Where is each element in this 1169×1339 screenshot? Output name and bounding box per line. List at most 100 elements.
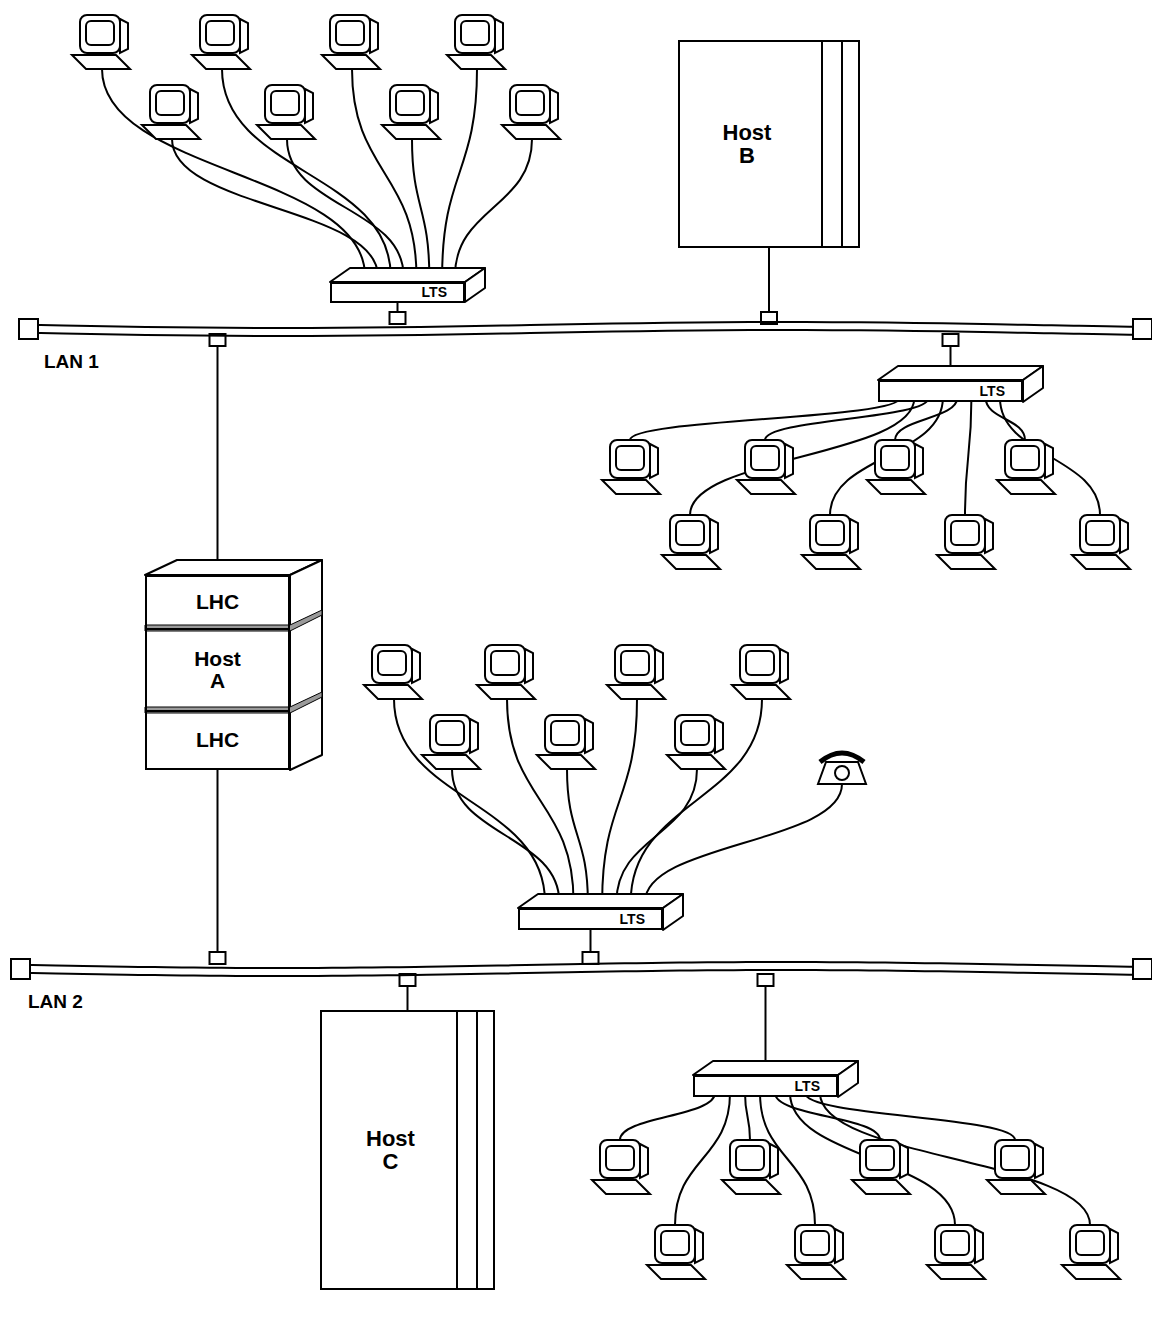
monitor (740, 645, 780, 683)
screen (156, 91, 184, 115)
monitor-side (850, 519, 858, 553)
screen (271, 91, 299, 115)
lan-connector (217, 340, 219, 575)
terminal-cable (620, 1093, 715, 1140)
monitor (615, 645, 655, 683)
monitor (795, 1225, 835, 1263)
keyboard (1072, 555, 1130, 569)
terminal-cable (287, 139, 404, 276)
terminal-icon (382, 85, 440, 139)
monitor-side (470, 719, 478, 753)
keyboard (722, 1180, 780, 1194)
lan-tube (18, 318, 1152, 340)
terminal-cable (394, 699, 545, 902)
monitor (945, 515, 985, 553)
terminal-icon (852, 1140, 910, 1194)
terminal-cable (631, 699, 762, 902)
monitor-side (495, 19, 503, 53)
keyboard (447, 55, 505, 69)
terminal-cable (1000, 398, 1100, 515)
monitor (430, 715, 470, 753)
lan-terminator (11, 959, 30, 979)
lan-tube-edge (28, 962, 1134, 968)
terminal-cable (102, 69, 365, 276)
node-label: LHC (196, 729, 239, 751)
host-front (678, 40, 860, 248)
screen (1086, 521, 1114, 545)
keyboard (72, 55, 130, 69)
lan-label: LAN 2 (28, 992, 83, 1012)
screen (621, 651, 649, 675)
node-label: LTS (422, 285, 447, 300)
monitor (655, 1225, 695, 1263)
keyboard (997, 480, 1055, 494)
box-top-face (878, 366, 1043, 380)
node-label: Host A (194, 648, 241, 692)
monitor (675, 715, 715, 753)
screen (1001, 1146, 1029, 1170)
monitor-side (915, 444, 923, 478)
lan-tap (583, 952, 599, 964)
cabinet-side-face (290, 560, 322, 770)
keyboard (867, 480, 925, 494)
terminal-cable (412, 139, 429, 276)
keyboard (662, 555, 720, 569)
screen (941, 1231, 969, 1255)
terminal-icon (72, 15, 130, 69)
telephone-icon (818, 753, 866, 784)
terminal-cable (805, 1093, 1015, 1140)
screen (396, 91, 424, 115)
lan-tap (210, 952, 226, 964)
monitor (265, 85, 305, 123)
host-computer: Host B (678, 40, 860, 248)
lan-tap (390, 312, 406, 324)
monitor-side (550, 89, 558, 123)
screen (1076, 1231, 1104, 1255)
terminal-icon (602, 440, 660, 494)
monitor (150, 85, 190, 123)
monitor (1005, 440, 1045, 478)
screen (516, 91, 544, 115)
terminal-server-box: LTS (693, 1075, 838, 1097)
keyboard (927, 1265, 985, 1279)
terminal-cable (567, 769, 588, 902)
lan-tap (943, 334, 959, 346)
terminal-icon (732, 645, 790, 699)
lan-tap (758, 974, 774, 986)
lan-drop (583, 930, 599, 964)
terminal-cable (965, 398, 971, 515)
phone-base (818, 762, 866, 784)
monitor-side (695, 1229, 703, 1263)
terminal-cable (820, 1093, 1090, 1225)
terminal-cable (645, 784, 842, 902)
screen (881, 446, 909, 470)
lan-cable: LAN 1 (18, 318, 1152, 340)
terminal-icon (447, 15, 505, 69)
monitor-side (1035, 1144, 1043, 1178)
terminal-icon (722, 1140, 780, 1194)
monitor (390, 85, 430, 123)
terminal-cable (690, 398, 914, 515)
host-panel-line (456, 1010, 458, 1290)
monitor-side (1110, 1229, 1118, 1263)
terminal-cable (745, 1093, 750, 1140)
screen (736, 1146, 764, 1170)
keyboard (787, 1265, 845, 1279)
monitor-side (975, 1229, 983, 1263)
host-cabinet-section: LHC (145, 710, 290, 770)
host-panel-line (821, 40, 823, 248)
terminal-icon (1072, 515, 1130, 569)
screen (951, 521, 979, 545)
terminal-icon (997, 440, 1055, 494)
terminal-icon (867, 440, 925, 494)
box-faces (145, 40, 1043, 1290)
keyboard (257, 125, 315, 139)
monitor (610, 440, 650, 478)
monitor (200, 15, 240, 53)
lan-connector (217, 770, 219, 958)
box-top-face (518, 894, 683, 908)
terminal-cable (602, 699, 637, 902)
phone-dial (835, 766, 849, 780)
